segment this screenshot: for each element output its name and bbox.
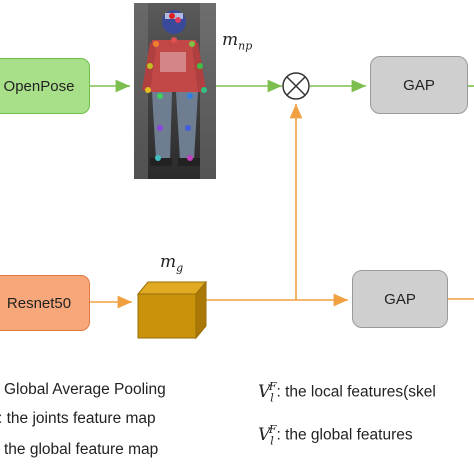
legend-joints-map: : the joints feature map [0, 410, 156, 427]
global-feature-cube [136, 280, 208, 340]
legend-global-features: VlF: the global features [258, 423, 413, 448]
gap-node-bottom: GAP [352, 270, 448, 328]
gap-top-label: GAP [403, 76, 435, 94]
openpose-node: OpenPose [0, 58, 90, 114]
gap-node-top: GAP [370, 56, 468, 114]
pose-person-image [134, 3, 216, 179]
resnet50-label: Resnet50 [6, 294, 72, 312]
resnet50-node: Resnet50 [0, 275, 90, 331]
multiply-node [282, 72, 310, 100]
legend-local-features: VlF: the local features(skel [258, 380, 436, 405]
m-np-label: mnp [222, 30, 253, 53]
legend-global-map: the global feature map [4, 441, 159, 458]
gap-bottom-label: GAP [384, 290, 416, 308]
openpose-label: OpenPose [3, 77, 75, 95]
m-g-label: mg [160, 252, 184, 275]
legend-gap: Global Average Pooling [4, 381, 166, 398]
